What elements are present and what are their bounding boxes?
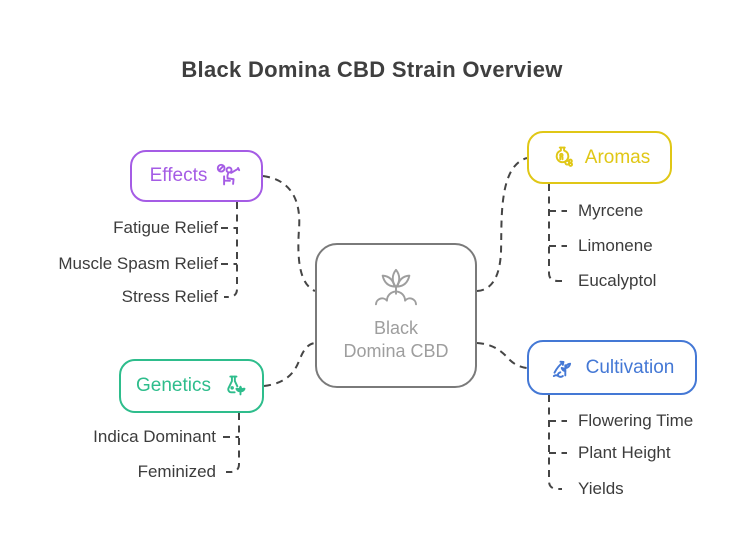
connector-genetics-center — [263, 342, 316, 387]
connector-center-cultivation — [476, 342, 528, 369]
cultivation-item: Yields — [578, 479, 624, 498]
genetics-item: Indica Dominant — [93, 427, 216, 446]
genetics-item: Feminized — [137, 462, 216, 481]
effects-node: Effects — [130, 150, 263, 202]
cultivation-label: Cultivation — [585, 356, 675, 378]
genetics-label: Genetics — [136, 375, 211, 396]
aromas-item: Eucalyptol — [578, 271, 657, 290]
aromas-node: Aromas — [527, 131, 672, 184]
cultivation-node: Cultivation — [527, 340, 697, 395]
effects-item: Muscle Spasm Relief — [58, 254, 218, 273]
relaxing-person-icon — [216, 163, 243, 190]
aromas-label: Aromas — [584, 146, 651, 168]
diagram-title: Black Domina CBD Strain Overview — [181, 57, 563, 82]
connector-center-aromas — [476, 157, 528, 292]
sprout-icon — [365, 268, 427, 310]
aroma-bottle-icon — [549, 144, 576, 171]
spine-genetics — [226, 413, 240, 473]
effects-item: Stress Relief — [121, 287, 218, 306]
aromas-item: Limonene — [578, 236, 653, 255]
effects-label: Effects — [149, 165, 208, 186]
spine-cultivation — [548, 395, 562, 490]
cultivation-item: Flowering Time — [578, 411, 694, 430]
spine-aromas — [548, 184, 562, 282]
growing-plant-icon — [550, 354, 577, 381]
connector-effects-center — [262, 175, 316, 292]
spine-effects — [224, 202, 238, 298]
aromas-item: Myrcene — [578, 201, 644, 220]
genetics-node: Genetics — [119, 359, 264, 413]
flask-cannabis-icon — [220, 373, 247, 400]
effects-item: Fatigue Relief — [113, 218, 218, 237]
cultivation-item: Plant Height — [578, 443, 671, 462]
